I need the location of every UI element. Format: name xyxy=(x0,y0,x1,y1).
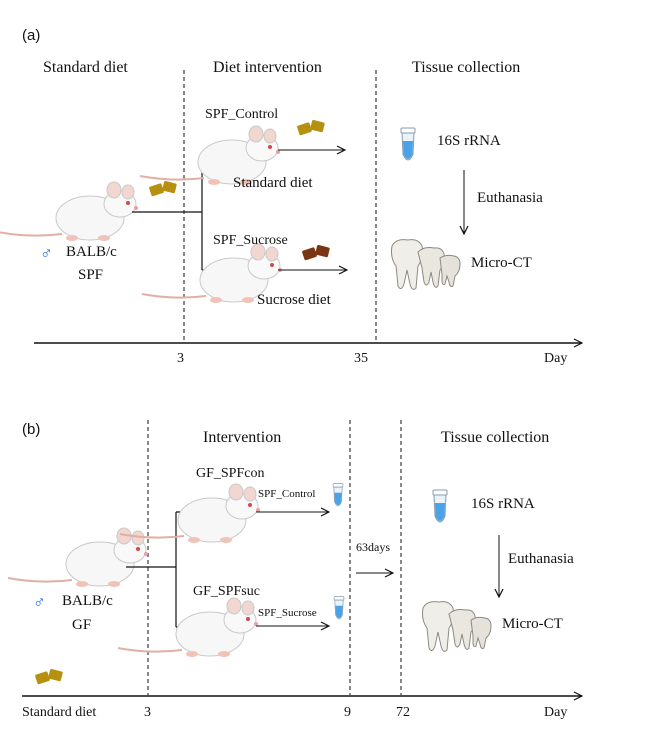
group-name: GF_SPFcon xyxy=(196,466,265,481)
collection-step: Euthanasia xyxy=(508,551,574,567)
panel-a-label: (a) xyxy=(22,27,41,44)
panel-a xyxy=(0,70,582,343)
timeline-unit: Day xyxy=(544,705,568,720)
teeth-icon xyxy=(391,239,461,290)
status-label: GF xyxy=(72,617,92,633)
phase-title: Diet intervention xyxy=(213,59,322,76)
timeline-unit: Day xyxy=(544,351,568,366)
group-name: GF_SPFsuc xyxy=(193,584,260,599)
microtube-icon xyxy=(432,489,448,523)
standard-chow-icon xyxy=(34,668,64,685)
branch-connector xyxy=(132,153,214,271)
male-symbol-icon: ♂ xyxy=(40,244,53,263)
collection-step: Euthanasia xyxy=(477,190,543,206)
microtube-icon xyxy=(332,483,344,507)
diet-label: Sucrose diet xyxy=(257,292,331,308)
collection-second: Micro-CT xyxy=(502,616,563,632)
microtube-icon xyxy=(400,127,416,161)
panel-b-label: (b) xyxy=(22,421,41,438)
standard-chow-icon xyxy=(148,180,178,197)
branch-connector xyxy=(126,511,192,628)
panel-b xyxy=(7,420,582,696)
collection-first: 16S rRNA xyxy=(471,496,535,512)
teeth-icon xyxy=(422,601,492,652)
phase-title: Standard diet xyxy=(43,59,128,76)
timeline-tick-label: 3 xyxy=(144,705,151,720)
timeline-tick-label: 35 xyxy=(354,351,368,366)
collection-second: Micro-CT xyxy=(471,255,532,271)
timeline-tick-label: 72 xyxy=(396,705,410,720)
sucrose-chow-icon xyxy=(301,244,331,261)
strain-label: BALB/c xyxy=(66,244,117,260)
diet-label: Standard diet xyxy=(233,175,313,191)
male-symbol-icon: ♂ xyxy=(33,593,46,612)
mouse-icon xyxy=(0,181,139,242)
mouse-icon xyxy=(7,527,149,588)
timeline-tick-label: 9 xyxy=(344,705,351,720)
group-name: SPF_Control xyxy=(205,107,279,122)
microtube-icon xyxy=(333,596,345,620)
mouse-icon xyxy=(117,597,259,658)
gap-label: 63days xyxy=(356,540,390,554)
collection-first: 16S rRNA xyxy=(437,133,501,149)
group-source: SPF_Sucrose xyxy=(258,607,317,619)
phase-title: Tissue collection xyxy=(412,59,521,76)
standard-chow-icon xyxy=(296,119,326,136)
strain-label: BALB/c xyxy=(62,593,113,609)
group-name: SPF_Sucrose xyxy=(213,233,288,248)
status-label: SPF xyxy=(78,267,104,283)
timeline-tick-label: 3 xyxy=(177,351,184,366)
group-source: SPF_Control xyxy=(258,488,316,500)
phase-title: Intervention xyxy=(203,429,282,446)
timeline-start-label: Standard diet xyxy=(22,705,97,720)
phase-title: Tissue collection xyxy=(441,429,550,446)
